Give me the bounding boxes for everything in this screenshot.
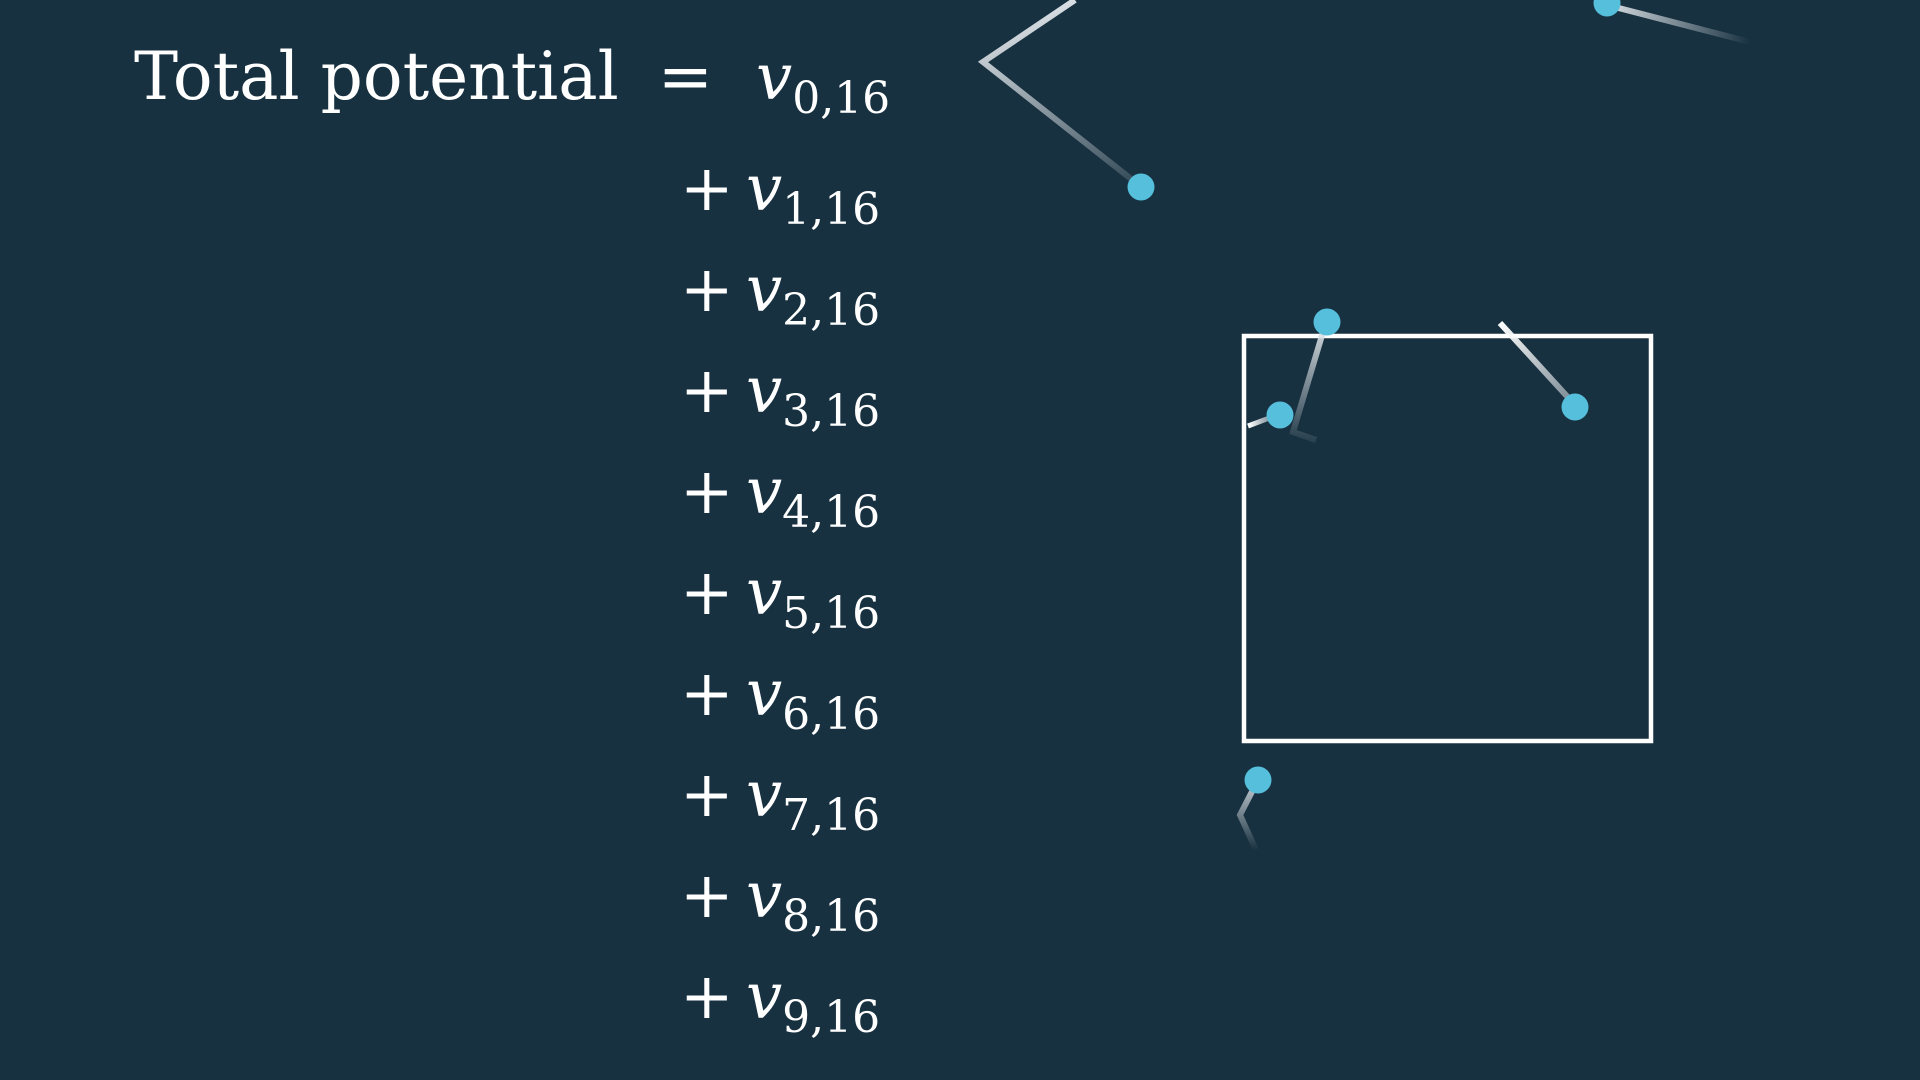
particle [1593, 0, 1621, 17]
particle-trail [1606, 2, 1751, 45]
particle [1266, 401, 1294, 429]
particle-trail [1497, 320, 1578, 408]
particle [1244, 766, 1272, 794]
particle-trail [977, 0, 1142, 189]
particle [1561, 393, 1589, 421]
particle [1127, 173, 1155, 201]
potential-box [1241, 333, 1654, 744]
particle [1313, 308, 1341, 336]
particle-trail [1289, 321, 1329, 443]
